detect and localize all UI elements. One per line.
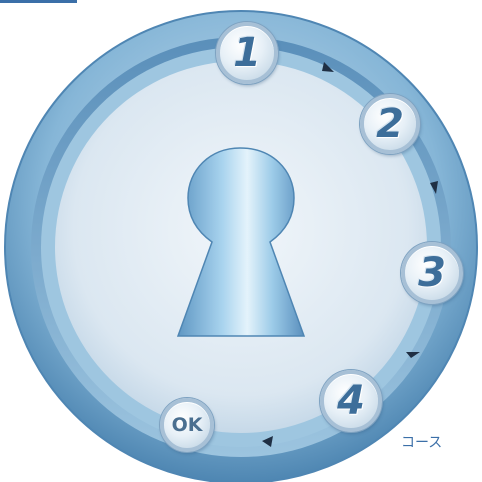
ok-button[interactable]: OK (160, 398, 214, 452)
step-3-label: 3 (418, 253, 446, 293)
step-3-button[interactable]: 3 (401, 242, 463, 304)
course-caption: コース (401, 432, 442, 452)
step-1-button[interactable]: 1 (216, 22, 278, 84)
step-4-button[interactable]: 4 (320, 370, 382, 432)
ok-label: OK (172, 416, 203, 435)
step-4-label: 4 (337, 381, 365, 421)
step-2-button[interactable]: 2 (360, 94, 420, 154)
step-1-label: 1 (233, 33, 261, 73)
step-2-label: 2 (376, 104, 404, 144)
